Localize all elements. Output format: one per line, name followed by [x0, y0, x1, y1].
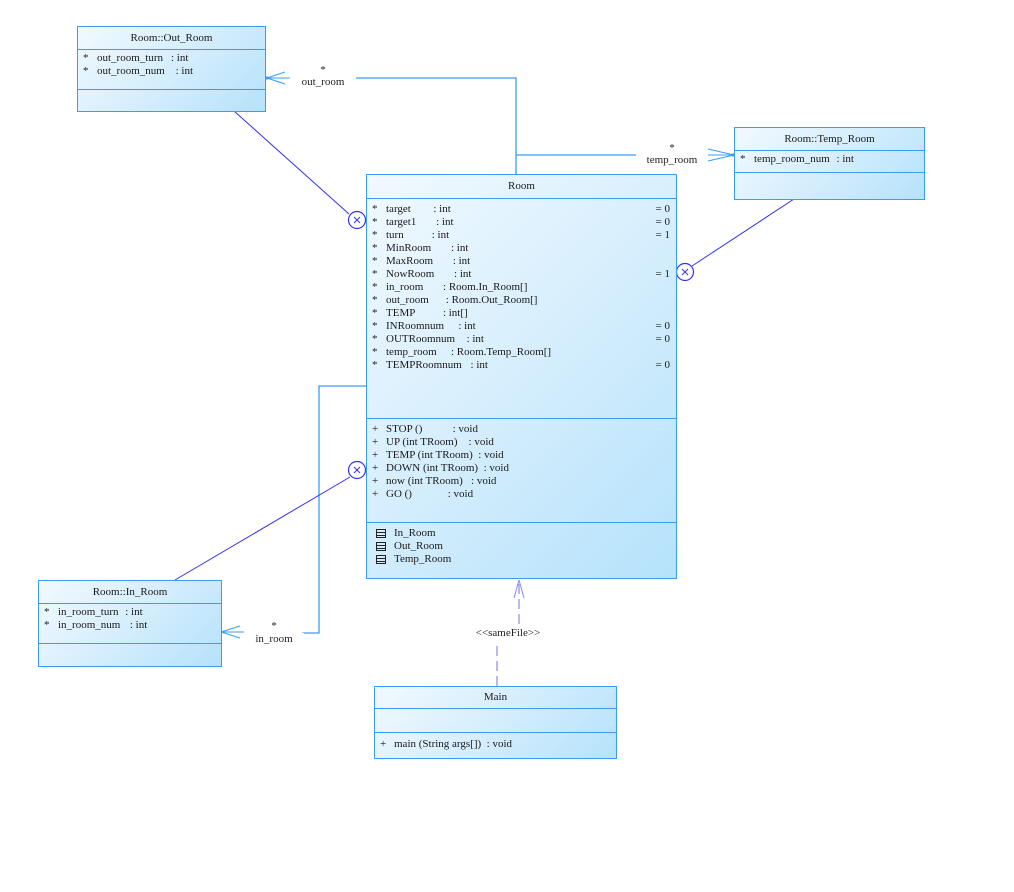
attributes-section: *temp_room_num : int: [735, 151, 924, 173]
attribute-row[interactable]: *in_room_num : int: [44, 619, 148, 631]
association-line-out-room[interactable]: [355, 77, 517, 175]
operation-row[interactable]: +main (String args[]) : void: [380, 738, 513, 750]
nesting-line-out-room[interactable]: [233, 110, 350, 215]
nesting-icon-in-room: [347, 460, 367, 480]
operations-section: [39, 644, 221, 666]
attribute-row[interactable]: *MinRoom : int: [372, 242, 469, 254]
nested-class-icon: [376, 542, 386, 551]
attribute-row[interactable]: *in_room_turn : int: [44, 606, 143, 618]
class-out-room[interactable]: Room::Out_Room *out_room_turn: int *out_…: [77, 26, 266, 112]
nesting-icon-out-room: [347, 210, 367, 230]
attributes-section: [375, 709, 616, 733]
arrowhead-in-room: [219, 625, 244, 639]
nested-class-icon: [376, 529, 386, 538]
class-name: Room::Temp_Room: [735, 128, 924, 151]
attribute-row[interactable]: *target1 : int= 0: [372, 216, 670, 228]
attribute-row[interactable]: *TEMP : int[]: [372, 307, 468, 319]
attribute-row[interactable]: *MaxRoom : int: [372, 255, 471, 267]
class-main[interactable]: Main +main (String args[]) : void: [374, 686, 617, 759]
attribute-row[interactable]: *out_room_num : int: [83, 65, 194, 77]
operations-section: +main (String args[]) : void: [375, 733, 616, 758]
role-label-temp-room: temp_room: [636, 154, 708, 166]
class-name: Room::In_Room: [39, 581, 221, 604]
nested-class-item[interactable]: Out_Room: [375, 540, 676, 553]
class-in-room[interactable]: Room::In_Room *in_room_turn : int *in_ro…: [38, 580, 222, 667]
arrowhead-out-room: [265, 71, 290, 85]
multiplicity-temp-room: *: [636, 142, 708, 154]
nesting-line-temp-room[interactable]: [691, 198, 795, 267]
role-label-in-room: in_room: [244, 633, 304, 645]
multiplicity-out-room: *: [290, 64, 356, 76]
attribute-row[interactable]: *out_room_turn: int: [83, 52, 189, 64]
class-name: Room::Out_Room: [78, 27, 265, 50]
class-name: Main: [375, 687, 616, 709]
operation-row[interactable]: +UP (int TRoom) : void: [372, 436, 494, 448]
attribute-row[interactable]: *temp_room_num : int: [740, 153, 854, 165]
operation-row[interactable]: +GO () : void: [372, 488, 474, 500]
attribute-row[interactable]: *TEMPRoomnum : int= 0: [372, 359, 670, 371]
nested-class-icon: [376, 555, 386, 564]
class-room[interactable]: Room *target : int= 0*target1 : int= 0*t…: [366, 174, 677, 579]
attribute-row[interactable]: *INRoomnum : int= 0: [372, 320, 670, 332]
attributes-section: *target : int= 0*target1 : int= 0*turn :…: [367, 199, 676, 419]
dependency-line-main-room[interactable]: [496, 582, 520, 686]
attribute-row[interactable]: *NowRoom : int= 1: [372, 268, 670, 280]
operation-row[interactable]: +STOP () : void: [372, 423, 478, 435]
operation-row[interactable]: +TEMP (int TRoom) : void: [372, 449, 504, 461]
dependency-arrowhead: [513, 579, 525, 599]
attribute-row[interactable]: *in_room : Room.In_Room[]: [372, 281, 528, 293]
association-line-in-room[interactable]: [302, 385, 367, 634]
multiplicity-in-room: *: [244, 620, 304, 632]
operations-section: [78, 90, 265, 111]
nesting-line-in-room[interactable]: [174, 476, 351, 581]
class-temp-room[interactable]: Room::Temp_Room *temp_room_num : int: [734, 127, 925, 200]
operation-row[interactable]: +DOWN (int TRoom) : void: [372, 462, 509, 474]
operation-row[interactable]: +now (int TRoom) : void: [372, 475, 497, 487]
attribute-row[interactable]: *temp_room : Room.Temp_Room[]: [372, 346, 552, 358]
arrowhead-temp-room: [707, 148, 735, 162]
stereotype-label-samefile: <<sameFile>>: [458, 627, 558, 639]
operations-section: [735, 173, 924, 199]
attribute-row[interactable]: *target : int= 0: [372, 203, 670, 215]
attribute-row[interactable]: *out_room : Room.Out_Room[]: [372, 294, 538, 306]
operations-section: +STOP () : void+UP (int TRoom) : void+TE…: [367, 419, 676, 523]
attributes-section: *out_room_turn: int *out_room_num : int: [78, 50, 265, 90]
attribute-row[interactable]: *OUTRoomnum : int= 0: [372, 333, 670, 345]
nesting-icon-temp-room: [675, 262, 695, 282]
role-label-out-room: out_room: [290, 76, 356, 88]
attribute-row[interactable]: *turn : int= 1: [372, 229, 670, 241]
class-name: Room: [367, 175, 676, 199]
nested-class-item[interactable]: In_Room: [375, 527, 676, 540]
attributes-section: *in_room_turn : int *in_room_num : int: [39, 604, 221, 644]
nested-class-item[interactable]: Temp_Room: [375, 553, 676, 566]
